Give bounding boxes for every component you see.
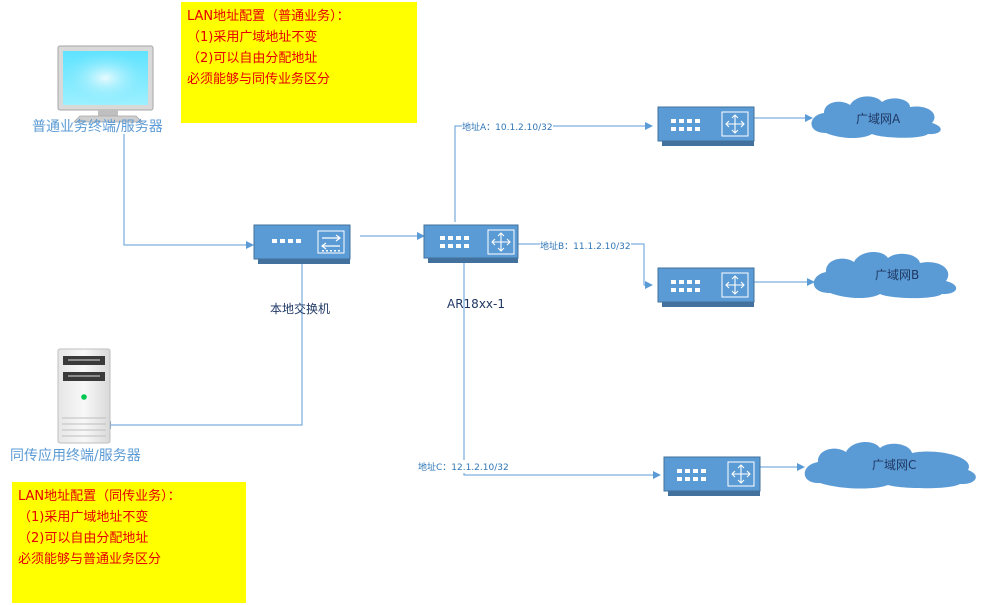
address-a-label: 地址A：10.1.2.10/32 <box>462 120 553 133</box>
wan-c-router-icon <box>663 456 761 496</box>
switch-icon <box>253 224 351 264</box>
wan-a-label: 广域网A <box>856 112 901 126</box>
wan-c-label: 广域网C <box>872 458 917 472</box>
cloud-a-icon <box>811 96 941 139</box>
link-host-to-switch <box>123 134 254 249</box>
wan-b-label: 广域网B <box>875 268 920 282</box>
router-label: AR18xx-1 <box>447 297 505 311</box>
note-normal-title: LAN地址配置（普通业务）： <box>187 9 350 24</box>
link-router-to-wan-a-router <box>454 122 653 222</box>
note-normal-item: （2)可以自由分配地址 <box>187 51 318 66</box>
link-switch-to-sync-host <box>103 264 303 429</box>
server-icon <box>57 348 111 444</box>
wan-a-router-icon <box>657 106 755 146</box>
note-normal-service: LAN地址配置（普通业务）： （1)采用广域地址不变 （2)可以自由分配地址 必… <box>181 2 417 123</box>
link-router-to-wan-c-router <box>463 262 661 479</box>
address-c-label: 地址C：12.1.2.10/32 <box>418 460 509 473</box>
monitor-icon <box>57 45 154 123</box>
note-sync-title: LAN地址配置（同传业务）： <box>18 489 181 504</box>
cloud-b-icon <box>813 252 957 299</box>
local-switch-label: 本地交换机 <box>270 302 331 316</box>
note-sync-service: LAN地址配置（同传业务）： （1)采用广域地址不变 （2)可以自由分配地址 必… <box>12 482 246 603</box>
note-normal-item: 必须能够与同传业务区分 <box>187 72 331 87</box>
note-sync-item: （1)采用广域地址不变 <box>18 510 149 525</box>
router-icon <box>423 224 519 263</box>
normal-host-label: 普通业务终端/服务器 <box>32 119 163 135</box>
note-normal-item: （1)采用广域地址不变 <box>187 30 318 45</box>
wan-b-router-icon <box>657 267 755 307</box>
note-sync-item: 必须能够与普通业务区分 <box>18 552 162 567</box>
cloud-c-icon <box>804 442 976 489</box>
address-b-label: 地址B：11.1.2.10/32 <box>540 239 631 252</box>
note-sync-item: （2)可以自由分配地址 <box>18 531 149 546</box>
connections <box>103 114 815 479</box>
sync-host-label: 同传应用终端/服务器 <box>10 448 141 464</box>
